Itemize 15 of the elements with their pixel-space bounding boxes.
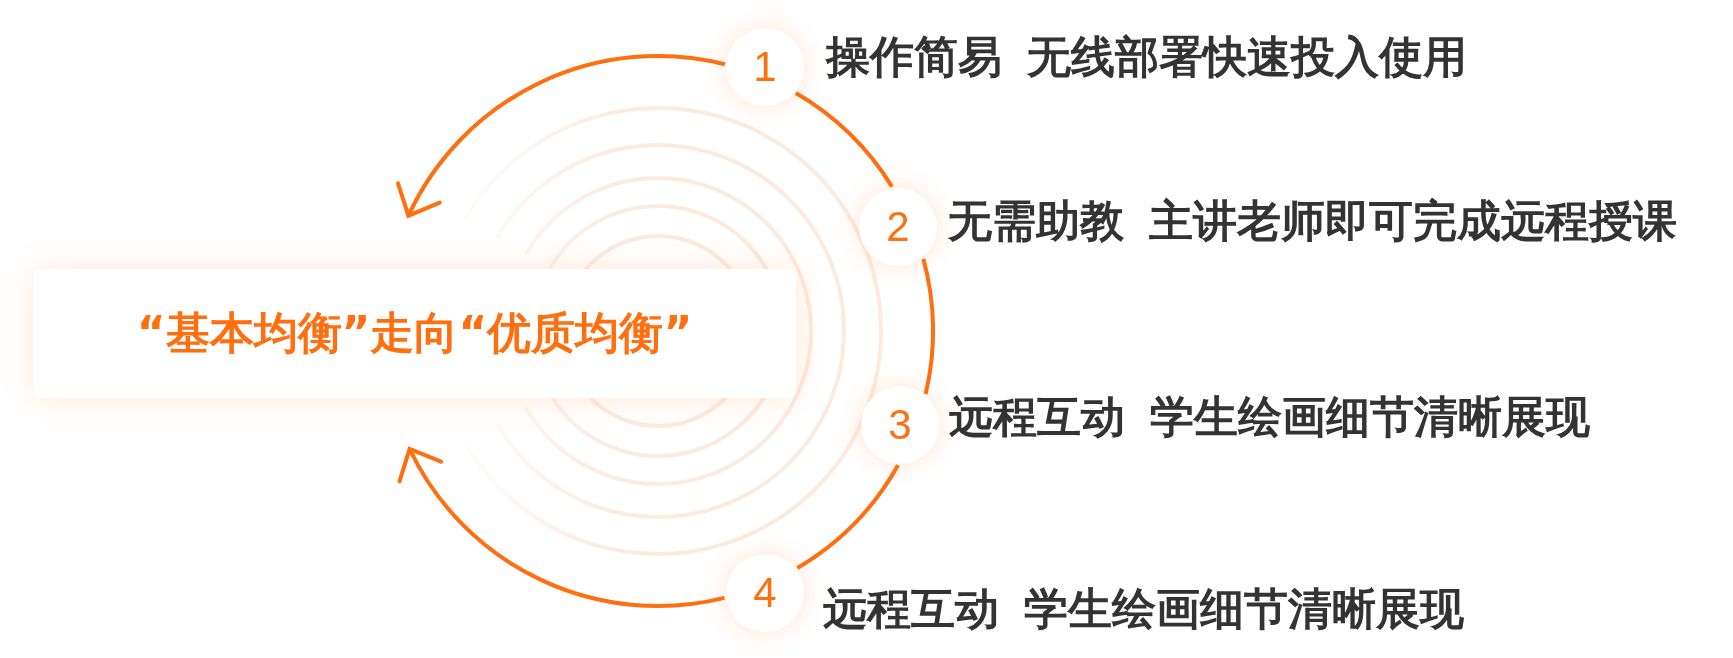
step-number: 2 — [886, 206, 910, 248]
step-number: 1 — [753, 46, 777, 88]
curved-arrow — [399, 447, 725, 608]
goal-heading: “基本均衡”走向“优质均衡” — [136, 307, 693, 360]
feature-text: 远程互动 学生绘画细节清晰展现 — [949, 390, 1591, 444]
step-number: 4 — [753, 572, 777, 614]
curved-arrow — [398, 54, 726, 218]
feature-text: 无需助教 主讲老师即可完成远程授课 — [948, 194, 1678, 248]
feature-text: 远程互动 学生绘画细节清晰展现 — [823, 582, 1465, 636]
arc-connector — [794, 91, 894, 188]
arc-connector — [796, 464, 900, 570]
feature-text: 操作简易 无线部署快速投入使用 — [826, 30, 1468, 84]
arc-connector — [921, 258, 935, 395]
goal-card — [33, 269, 796, 398]
step-number: 3 — [888, 404, 912, 446]
